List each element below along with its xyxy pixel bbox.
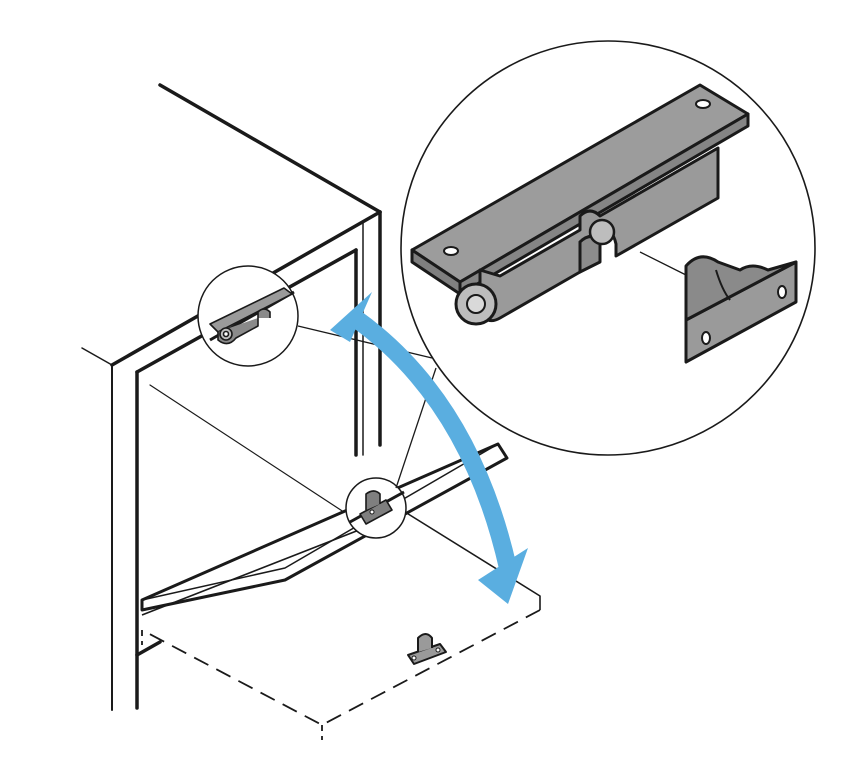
lower-shelf-edge <box>135 640 162 657</box>
flap-door-inner-line <box>141 443 499 601</box>
magnifier <box>400 40 816 456</box>
motion-arrow-head-bottom <box>478 548 528 604</box>
strike-plate-hook-inner <box>715 269 731 301</box>
magnifier-leader <box>639 251 689 277</box>
door-strike-plate <box>407 633 447 665</box>
callout-top-catch <box>197 265 299 367</box>
callout-flap-catch <box>345 477 407 539</box>
strike-plate-screw-right <box>435 647 441 653</box>
roller-catch-screw-hole-left <box>443 246 459 256</box>
roller-catch <box>410 83 750 326</box>
strike-plate-screw-left <box>411 655 417 661</box>
strike-plate <box>684 255 798 364</box>
cabinet-top-thin-edge <box>81 347 113 366</box>
interior-diagonal <box>149 384 357 521</box>
strike-plate-small <box>359 490 393 525</box>
cabinet-top-back-edge <box>158 83 382 214</box>
cabinet <box>81 83 382 711</box>
strike-plate-hook <box>417 633 433 652</box>
strike-plate-hook-large <box>684 255 798 322</box>
flap-door-panel <box>140 442 509 612</box>
motion-arrow-head-top <box>330 292 372 342</box>
roller-catch-roller-rear <box>588 218 616 246</box>
leader-lines <box>297 325 437 489</box>
strike-plate-hole-right <box>777 285 787 299</box>
motion-arrow-shaft <box>349 310 517 570</box>
roller-catch-screw-hole-right <box>695 99 711 109</box>
motion-arrow <box>330 292 528 604</box>
closed-door-dashed-front <box>141 609 541 726</box>
roller-catch-roller-hub <box>466 294 486 314</box>
flap-door-closed-position <box>141 511 541 740</box>
roller-catch-small <box>209 287 293 345</box>
closed-door-solid-edge <box>141 511 541 616</box>
flap-door-open <box>140 442 509 612</box>
leader-top-to-magnifier <box>297 325 433 359</box>
strike-plate-hole-left <box>701 331 711 345</box>
